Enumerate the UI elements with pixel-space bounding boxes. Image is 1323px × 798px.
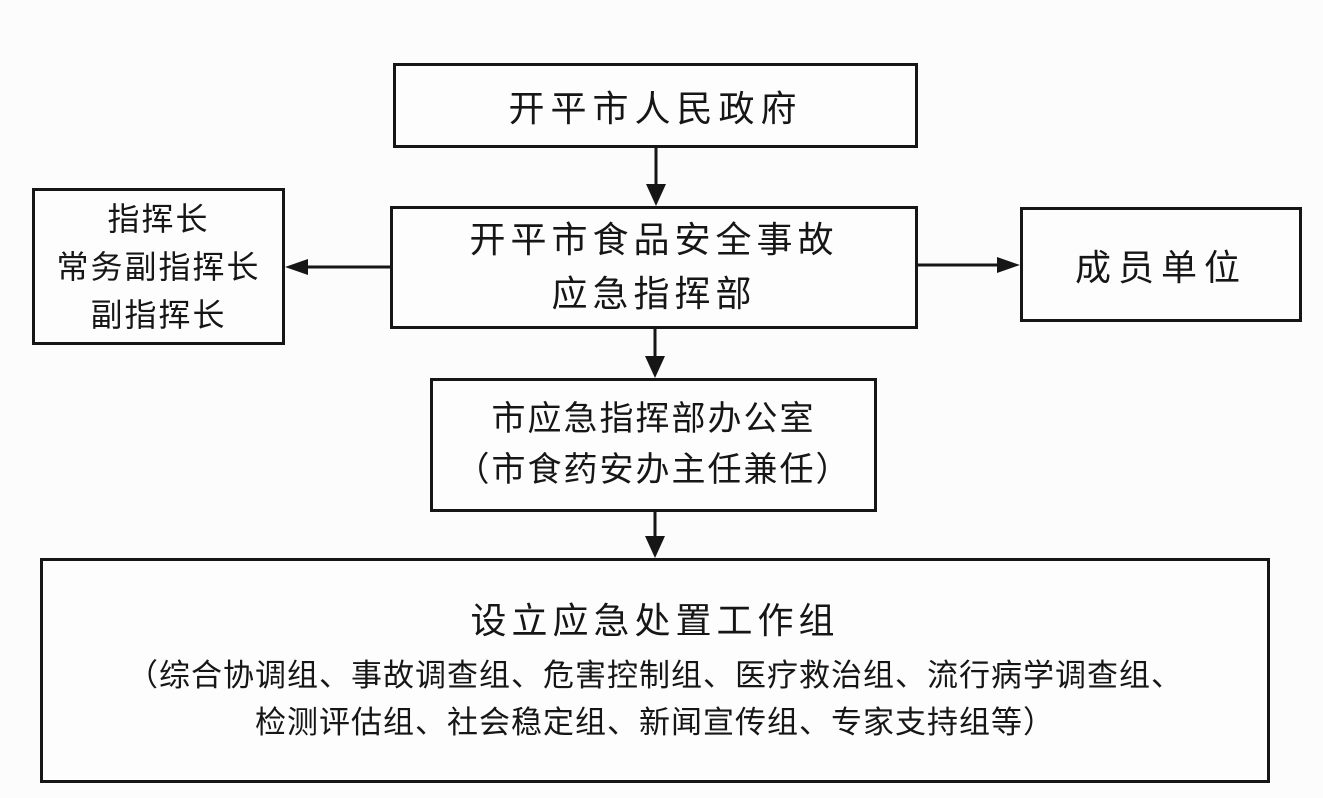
node-label-line: 应急指挥部 bbox=[551, 273, 757, 315]
arrow-down-command-to-office bbox=[645, 329, 665, 378]
node-label-line: 副指挥长 bbox=[90, 295, 227, 334]
node-label-line: （综合协调组、事故调查组、危害控制组、医疗救治组、流行病学调查组、 bbox=[127, 658, 1183, 694]
arrow-down-government-to-command bbox=[646, 148, 666, 206]
node-label-line: 常务副指挥长 bbox=[56, 247, 261, 286]
node-work-groups: 设立应急处置工作组 （综合协调组、事故调查组、危害控制组、医疗救治组、流行病学调… bbox=[40, 558, 1270, 783]
node-hq-office: 市应急指挥部办公室 （市食药安办主任兼任） bbox=[430, 378, 877, 512]
node-heading: 设立应急处置工作组 bbox=[470, 601, 840, 642]
arrow-down-office-to-workgroups bbox=[645, 512, 665, 558]
node-label: 成员单位 bbox=[1074, 247, 1247, 289]
node-label-line: （市食药安办主任兼任） bbox=[455, 450, 852, 490]
node-label-line: 市应急指挥部办公室 bbox=[491, 399, 816, 439]
node-label-line: 指挥长 bbox=[107, 199, 210, 238]
node-label-line: 开平市食品安全事故 bbox=[469, 219, 839, 261]
node-emergency-command-hq: 开平市食品安全事故 应急指挥部 bbox=[390, 206, 918, 329]
arrow-right-command-to-members bbox=[918, 257, 1020, 273]
arrow-left-command-to-commanders bbox=[285, 259, 390, 275]
node-label-line: 检测评估组、社会稳定组、新闻宣传组、专家支持组等） bbox=[255, 704, 1055, 741]
node-member-units: 成员单位 bbox=[1020, 207, 1302, 322]
node-commanders: 指挥长 常务副指挥长 副指挥长 bbox=[32, 188, 285, 345]
node-label: 开平市人民政府 bbox=[508, 88, 803, 130]
node-municipal-government: 开平市人民政府 bbox=[393, 63, 918, 148]
